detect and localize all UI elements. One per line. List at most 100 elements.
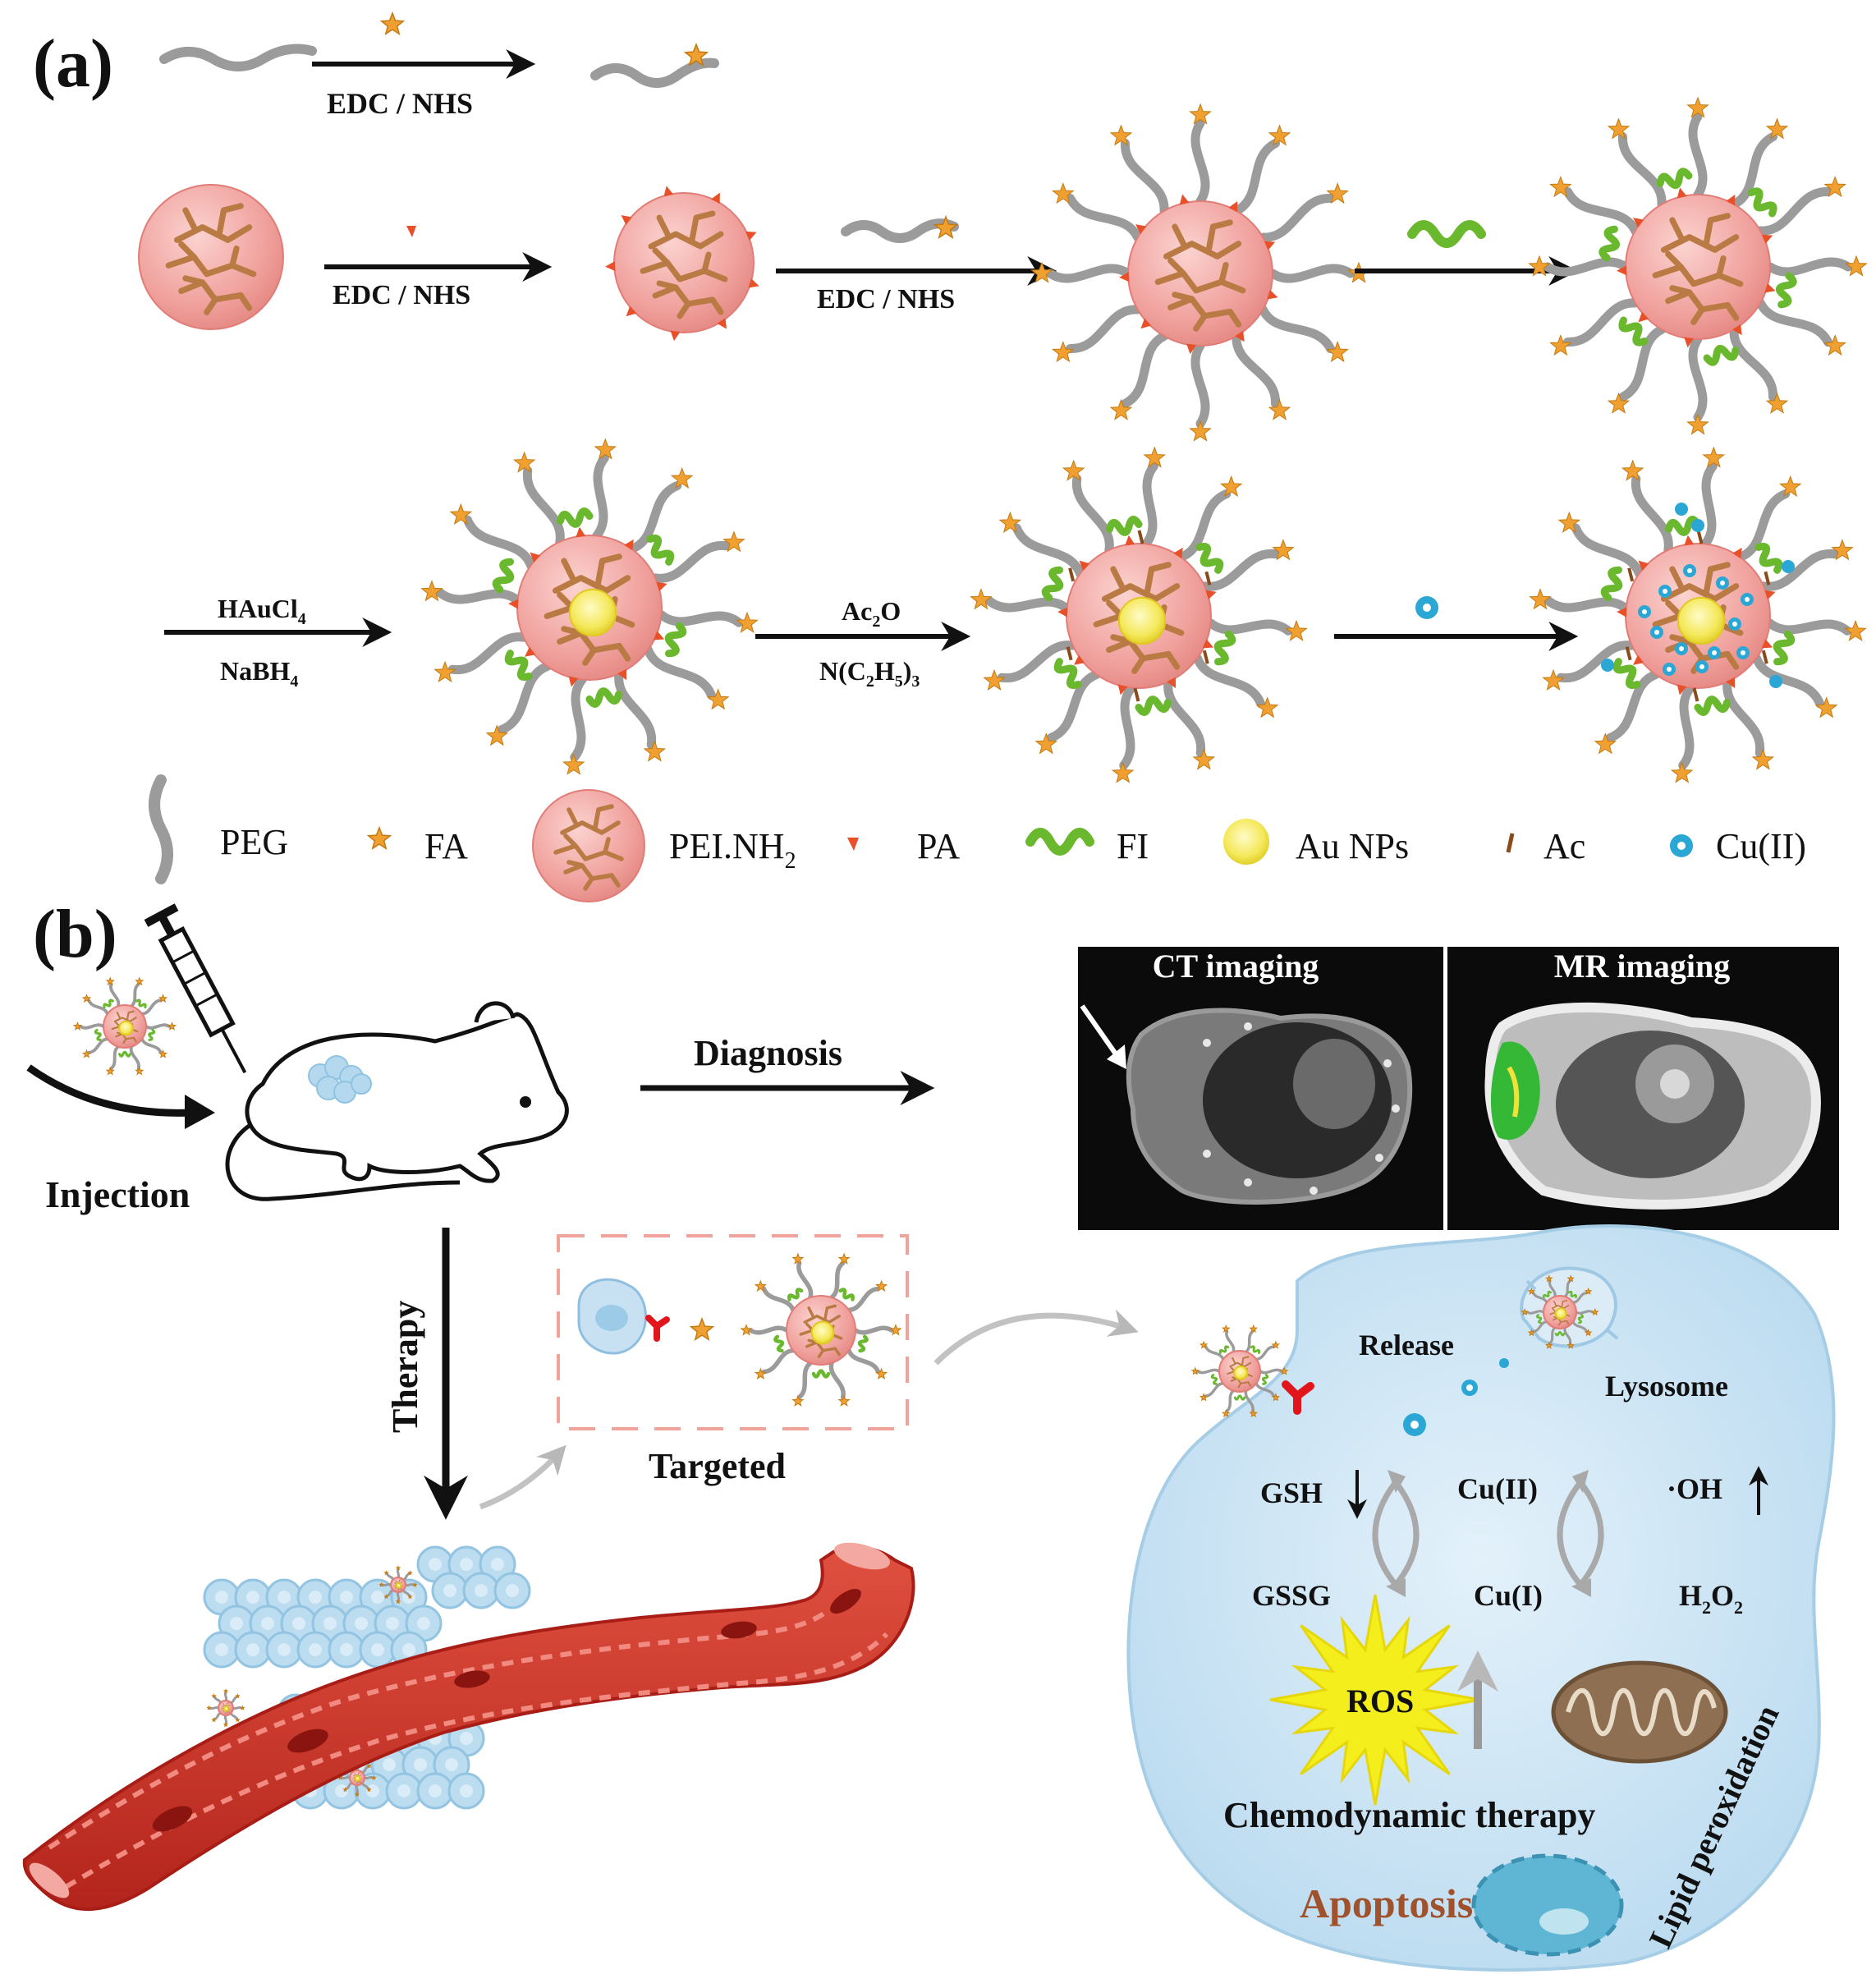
fa-star bbox=[998, 511, 1022, 533]
peg-chain bbox=[1700, 461, 1718, 549]
fi-molecule bbox=[1053, 658, 1082, 690]
pei-dendrimer bbox=[138, 184, 284, 330]
pa-particle bbox=[1125, 535, 1135, 546]
fi-molecule bbox=[1773, 630, 1796, 666]
legend-fi: FI bbox=[1117, 826, 1149, 866]
peg-chain bbox=[748, 1325, 789, 1335]
ros-label: ROS bbox=[1346, 1683, 1414, 1719]
legend-pa: PA bbox=[917, 826, 960, 866]
fi-molecule bbox=[811, 1369, 831, 1379]
fa-star bbox=[1521, 1307, 1530, 1316]
pa-particle bbox=[663, 186, 674, 197]
step5-reagent-top: Ac2O bbox=[842, 596, 901, 631]
au-nanoparticle bbox=[222, 1706, 230, 1712]
fa-star bbox=[395, 1599, 401, 1605]
fi-molecule bbox=[1554, 1330, 1566, 1337]
fa-star bbox=[1544, 1341, 1553, 1349]
au-nanoparticle bbox=[118, 1020, 134, 1036]
fi-molecule bbox=[1210, 1373, 1218, 1385]
peg-chain bbox=[1244, 1389, 1254, 1413]
fi-molecule bbox=[1703, 344, 1740, 366]
legend: PEG FA PEI.NH2 PA FI Au NPs Ac Cu(II) bbox=[149, 774, 1806, 902]
cu1-label: Cu(I) bbox=[1474, 1579, 1543, 1612]
folate-receptor bbox=[645, 1315, 670, 1342]
pa-particle bbox=[1186, 343, 1197, 355]
mr-title: MR imaging bbox=[1554, 948, 1730, 985]
ac-group bbox=[1764, 571, 1771, 585]
targeted-box bbox=[557, 1234, 909, 1430]
ac-group bbox=[1692, 687, 1699, 702]
peg-chain bbox=[1563, 1279, 1571, 1298]
fa-star bbox=[342, 1787, 348, 1793]
cu-ion bbox=[1601, 659, 1614, 672]
peg-chain bbox=[1755, 298, 1832, 347]
pa-particle bbox=[1617, 265, 1627, 276]
au-nanoparticle bbox=[1676, 596, 1726, 645]
fa-star bbox=[736, 611, 759, 633]
ac-group bbox=[1068, 567, 1076, 582]
peg-chain bbox=[1618, 132, 1667, 209]
fa-star bbox=[378, 1582, 384, 1587]
fa-star bbox=[1590, 1307, 1599, 1316]
peg-chain bbox=[1759, 549, 1840, 591]
legend-fi-icon bbox=[1025, 828, 1094, 856]
peg-chain bbox=[1071, 474, 1114, 555]
fa-star bbox=[1765, 392, 1789, 414]
fa-star bbox=[1189, 420, 1212, 442]
fi-molecule bbox=[1543, 1290, 1552, 1299]
peg-chain bbox=[404, 1582, 415, 1587]
pa-particle bbox=[1202, 639, 1214, 649]
peg-chain bbox=[209, 1706, 220, 1710]
pa-particle bbox=[525, 646, 536, 657]
fi-labeled-particle bbox=[1528, 96, 1868, 435]
fa-star bbox=[1034, 732, 1058, 755]
pa-particle bbox=[1633, 218, 1644, 228]
fa-star bbox=[1192, 748, 1216, 770]
peg-chain bbox=[1121, 331, 1169, 408]
gray-arrow bbox=[479, 1444, 566, 1510]
peg-chain bbox=[846, 1348, 881, 1375]
peg-chain bbox=[1605, 669, 1661, 743]
fa-star bbox=[754, 1279, 767, 1292]
peg-chain bbox=[1204, 1381, 1225, 1398]
legend-fa-icon bbox=[366, 825, 392, 850]
fi-molecule bbox=[1694, 696, 1731, 716]
peg-chain bbox=[1045, 264, 1133, 283]
peg-chain bbox=[1563, 298, 1640, 347]
pa-particle bbox=[1676, 684, 1687, 696]
peg-chain bbox=[1259, 1368, 1283, 1375]
fa-star bbox=[1109, 398, 1133, 420]
pa-particle bbox=[1264, 241, 1276, 250]
peg-chain bbox=[796, 1361, 813, 1400]
peg-fa-conjugate bbox=[590, 57, 719, 88]
peg-chain bbox=[87, 1037, 109, 1054]
peg-chain bbox=[522, 466, 565, 547]
peg-chain bbox=[1232, 331, 1280, 408]
fa-star bbox=[875, 1367, 888, 1380]
fi-molecule bbox=[148, 1028, 156, 1041]
peg-chain bbox=[650, 540, 732, 583]
fa-star bbox=[371, 1775, 377, 1780]
fa-star bbox=[379, 11, 406, 35]
fa-star bbox=[105, 1066, 115, 1076]
fa-star bbox=[1844, 619, 1867, 641]
legend-peg-icon bbox=[149, 774, 173, 884]
ac-group bbox=[1066, 646, 1073, 661]
peg-chain bbox=[396, 1568, 401, 1579]
pa-particle bbox=[1235, 330, 1245, 342]
fa-star bbox=[1271, 1393, 1281, 1402]
au-nanoparticle bbox=[1117, 596, 1167, 645]
legend-ac-icon bbox=[1506, 833, 1515, 853]
fa-star bbox=[1686, 413, 1709, 435]
pa-particle bbox=[1079, 560, 1090, 572]
peg-chain bbox=[1688, 112, 1708, 200]
fa-star bbox=[1190, 1366, 1200, 1375]
pa-particle bbox=[1764, 590, 1776, 600]
peg-chain bbox=[1735, 489, 1791, 562]
release-label: Release bbox=[1359, 1329, 1454, 1361]
peg-chain bbox=[828, 1361, 846, 1400]
fa-star bbox=[1621, 459, 1644, 481]
fa-star bbox=[407, 1570, 413, 1576]
pa-particle bbox=[617, 668, 627, 681]
fa-star bbox=[1271, 1340, 1281, 1349]
